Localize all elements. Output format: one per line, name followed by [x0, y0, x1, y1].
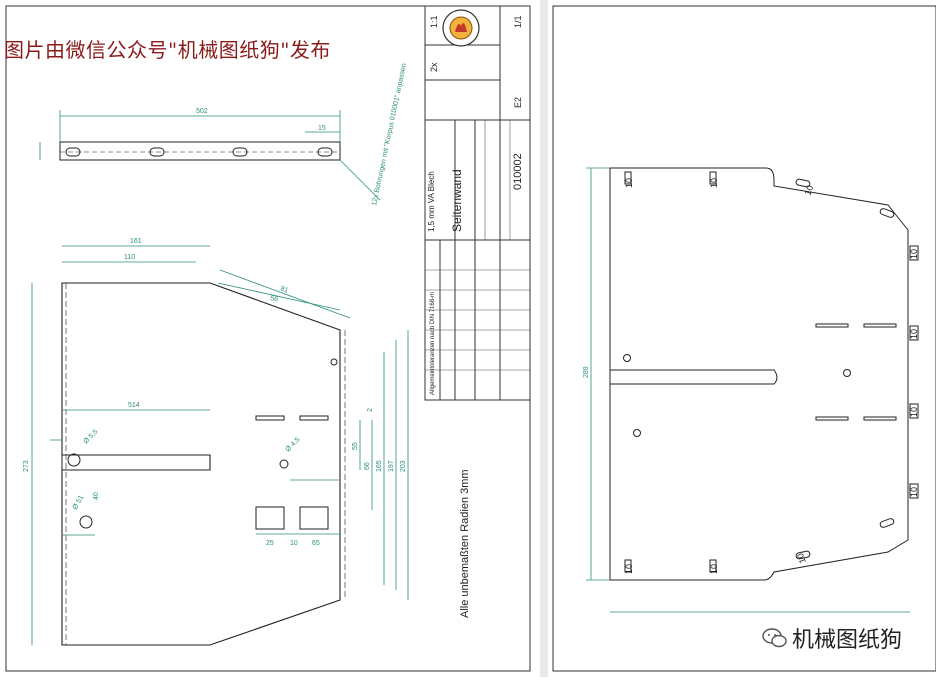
dim-66: 66 — [364, 462, 371, 470]
height-dim-289: 289 — [583, 366, 590, 378]
dim-d55: Ø 5,5 — [82, 428, 99, 445]
sheet-value: 1/1 — [513, 15, 523, 28]
wechat-icon — [762, 628, 787, 648]
dim-65: 65 — [312, 540, 320, 547]
dim-165: 165 — [376, 460, 383, 472]
scale-value: 1:1 — [429, 15, 439, 28]
tab-label: 10 — [909, 487, 919, 497]
tab-label: 10 — [624, 564, 634, 574]
dim-161: 161 — [130, 238, 142, 245]
tolerance-note: Allgemeintoleranzen nach DIN 7168-m — [430, 292, 436, 395]
tab-label: 10 — [709, 178, 719, 188]
dim-514: 514 — [128, 402, 140, 409]
part-name-value: Seitenwand — [450, 169, 464, 232]
tab-label: 10 — [909, 249, 919, 259]
dim-40: 40 — [93, 492, 100, 500]
sheet-divider — [540, 0, 548, 677]
dim-55: 55 — [352, 442, 359, 450]
top-dim-15: 15 — [318, 125, 326, 132]
dim-2: 2 — [367, 408, 374, 412]
technical-drawing-right: 289 10 10 10 10 10 10 10 10 10 10 — [552, 5, 936, 672]
radius-note: Alle unbemaßten Radien 3mm — [459, 469, 471, 618]
dim-d51: Ø 51 — [72, 494, 86, 511]
drawing-sheet-left: 1:1 1/1 2x E2 1,5 mm VA Blech Seitenwand… — [5, 5, 531, 672]
watermark-bottom: 机械图纸狗 — [762, 622, 902, 654]
material-value: 1,5 mm VA Blech — [427, 171, 436, 232]
tab-label: 10 — [909, 329, 919, 339]
dim-197: 197 — [388, 460, 395, 472]
main-view: 161 110 81 56 514 Ø 5,5 Ø 4,5 Ø 51 40 27… — [23, 238, 471, 646]
technical-drawing-left: 1:1 1/1 2x E2 1,5 mm VA Blech Seitenwand… — [5, 5, 531, 672]
top-dim-502: 502 — [196, 108, 208, 115]
drawing-sheet-right: 289 10 10 10 10 10 10 10 10 10 10 — [548, 0, 936, 677]
dim-10: 10 — [290, 540, 298, 547]
hole-note: 12x Bohrungen mit "Korpus 010001" anpass… — [371, 63, 408, 207]
watermark-bottom-text: 机械图纸狗 — [792, 628, 903, 653]
drawing-number-value: 010002 — [512, 153, 524, 190]
tab-label: 10 — [795, 552, 808, 565]
dim-56: 56 — [270, 295, 279, 303]
dim-d45: Ø 4,5 — [284, 436, 301, 453]
dim-81: 81 — [279, 285, 289, 294]
tab-label: 10 — [802, 184, 815, 197]
tab-label: 10 — [709, 564, 719, 574]
tab-label: 10 — [909, 407, 919, 417]
watermark-top-text: 图片由微信公众号"机械图纸狗"发布 — [4, 38, 331, 62]
format-value: E2 — [513, 97, 523, 108]
tab-label: 10 — [624, 178, 634, 188]
company-logo — [442, 9, 480, 47]
top-view: 502 15 12x Bohrungen mit "Korpus 010001"… — [39, 63, 408, 207]
dim-203: 203 — [400, 460, 407, 472]
dim-273: 273 — [23, 460, 30, 472]
quantity-value: 2x — [429, 62, 439, 72]
dim-25: 25 — [266, 540, 274, 547]
flat-pattern — [609, 167, 919, 581]
dim-110: 110 — [124, 254, 135, 261]
